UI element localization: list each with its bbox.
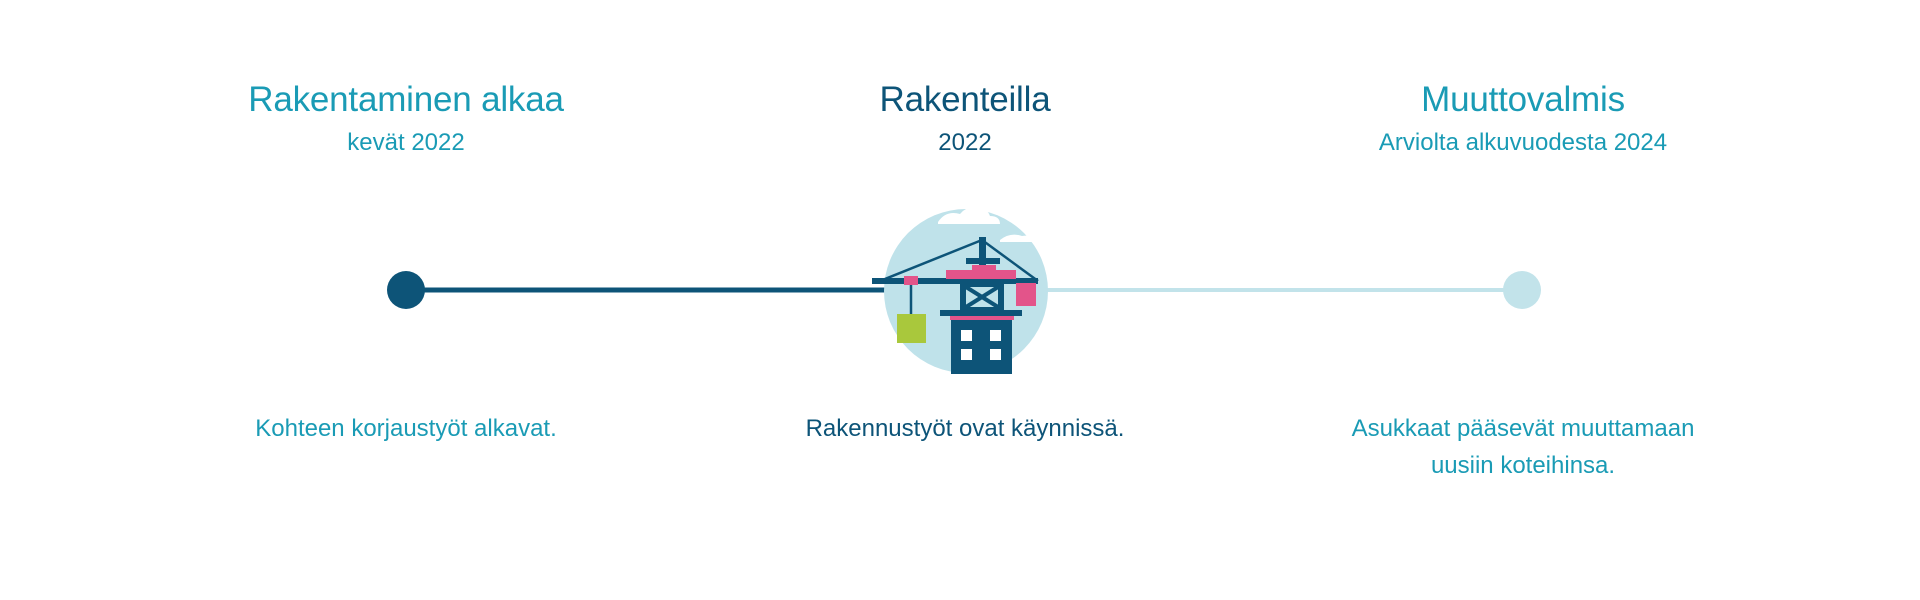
stage-date: Arviolta alkuvuodesta 2024 — [1378, 129, 1668, 156]
stage-date: kevät 2022 — [347, 129, 465, 156]
stage-date: 2022 — [938, 129, 992, 156]
stage-description: Rakennustyöt ovat käynnissä. — [805, 415, 1125, 442]
end-marker-dot — [1503, 271, 1541, 309]
stage-title: Rakenteilla — [879, 80, 1051, 119]
stage-title: Rakentaminen alkaa — [248, 80, 564, 119]
stage-description: Kohteen korjaustyöt alkavat. — [255, 415, 557, 442]
start-marker-dot — [387, 271, 425, 309]
crane-building-icon — [872, 207, 1048, 374]
stage-title: Muuttovalmis — [1421, 80, 1625, 119]
stage-description: Asukkaat pääsevät muuttamaan uusiin kote… — [1351, 415, 1695, 479]
